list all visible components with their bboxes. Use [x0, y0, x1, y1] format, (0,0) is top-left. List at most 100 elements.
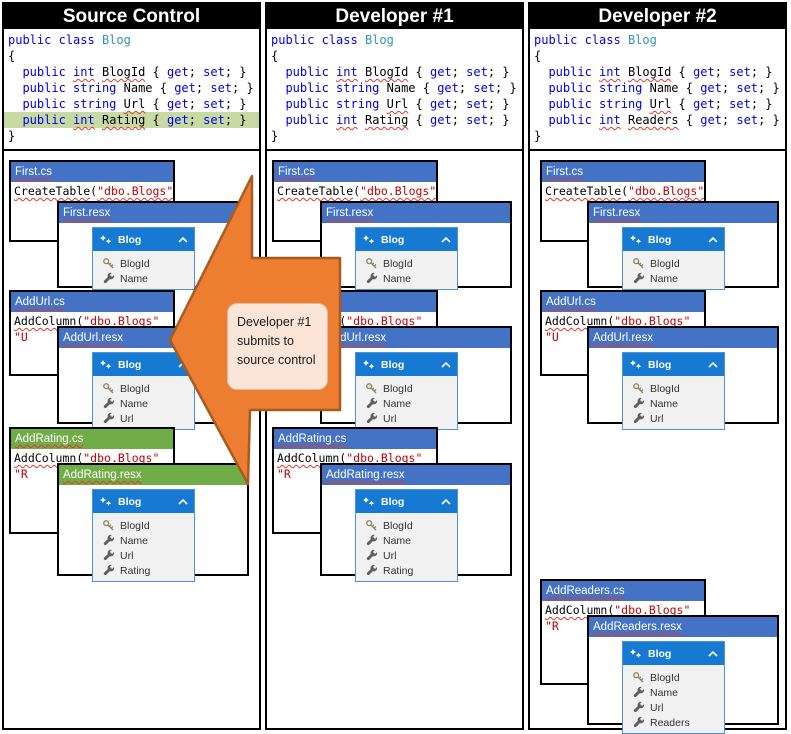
class-code-block: public class Blog{ public int BlogId { g… [267, 29, 522, 151]
wrench-icon [632, 716, 645, 729]
entity-field-label: Url [650, 412, 664, 425]
entity-field-row: Name [356, 533, 457, 548]
entity-field-label: BlogId [383, 519, 413, 532]
class-code-block: public class Blog{ public int BlogId { g… [530, 29, 785, 151]
entity-field-row: BlogId [93, 256, 194, 271]
file-card-header: First.resx [322, 203, 510, 223]
file-card-header: AddUrl.resx [59, 328, 247, 348]
code-line: } [534, 129, 542, 143]
entity-field-label: BlogId [120, 382, 150, 395]
entity-field-label: Name [650, 686, 679, 699]
entity-field-row: Url [623, 700, 724, 715]
entity-field-row: Name [93, 396, 194, 411]
entity-table-header: Blog [623, 228, 724, 251]
entity-table-header: Blog [623, 642, 724, 665]
code-line: "R [14, 467, 28, 481]
entity-table-header: Blog [356, 228, 457, 251]
entity-field-row: Name [93, 271, 194, 286]
file-card-title: AddRating.resx [326, 469, 405, 481]
chevron-up-icon [178, 236, 188, 243]
file-card-header: AddUrl.cs [542, 292, 704, 312]
entity-field-row: Url [356, 548, 457, 563]
wrench-icon [365, 534, 378, 547]
wrench-icon [632, 701, 645, 714]
wrench-icon [102, 534, 115, 547]
file-card-header: First.cs [11, 162, 173, 182]
entity-field-row: Rating [356, 563, 457, 578]
entity-icon [629, 359, 643, 371]
wrench-icon [632, 397, 645, 410]
file-card-title: First.resx [326, 207, 374, 219]
file-card-code: AddColumn("dbo.Blogs""U [11, 312, 173, 346]
entity-field-row: Url [356, 411, 457, 426]
entity-field-label: Name [120, 272, 149, 285]
file-card-code: CreateTable("dbo.Blogs" [274, 182, 436, 200]
file-card-code: CreateTable("dbo.Blogs" [11, 182, 173, 200]
entity-field-label: Rating [383, 564, 414, 577]
entity-field-label: Readers [650, 716, 690, 729]
code-line: public int Rating { get; set; } [285, 113, 510, 127]
entity-table-header: Blog [623, 353, 724, 376]
entity-field-label: Url [650, 701, 664, 714]
key-icon [102, 519, 115, 532]
wrench-icon [102, 549, 115, 562]
file-card-title: AddUrl.resx [593, 332, 654, 344]
entity-name: Blog [381, 233, 405, 246]
wrench-icon [102, 272, 115, 285]
file-card-header: First.cs [274, 162, 436, 182]
file-card-header: First.resx [59, 203, 247, 223]
entity-icon [99, 496, 113, 508]
code-line: public int BlogId { get; set; } [548, 65, 773, 79]
file-card-title: First.resx [593, 207, 641, 219]
entity-icon [629, 648, 643, 660]
panel-developer-2: Developer #2 public class Blog{ public i… [528, 2, 787, 734]
code-line: "U [545, 330, 559, 344]
code-line: public class Blog [534, 33, 657, 47]
code-line: } [8, 129, 16, 143]
file-card-header: First.cs [542, 162, 704, 182]
entity-field-row: Readers [623, 715, 724, 730]
entity-field-label: BlogId [120, 257, 150, 270]
key-icon [632, 257, 645, 270]
wrench-icon [365, 397, 378, 410]
file-card-title: AddUrl.cs [15, 296, 65, 308]
key-icon [365, 257, 378, 270]
wrench-icon [365, 272, 378, 285]
file-card-header: AddUrl.resx [322, 328, 510, 348]
entity-field-label: BlogId [650, 257, 680, 270]
entity-field-label: BlogId [650, 671, 680, 684]
entity-name: Blog [648, 233, 672, 246]
code-line: CreateTable("dbo.Blogs" [277, 184, 437, 198]
file-card-header: AddReaders.cs [542, 581, 704, 601]
code-line: { [271, 49, 279, 63]
entity-table-header: Blog [93, 353, 194, 376]
entity-field-label: Name [650, 272, 679, 285]
entity-icon [362, 496, 376, 508]
file-card-code: AddColumn("dbo.Blogs""R [542, 601, 704, 635]
entity-field-row: Url [93, 411, 194, 426]
file-card-code: CreateTable("dbo.Blogs" [542, 182, 704, 200]
entity-name: Blog [118, 233, 142, 246]
code-line: public string Url { get; set; } [548, 97, 773, 111]
code-line: CreateTable("dbo.Blogs" [545, 184, 705, 198]
code-line: public string Name { get; set; } [285, 81, 517, 95]
code-line: public string Url { get; set; } [22, 97, 247, 111]
entity-field-row: Name [623, 396, 724, 411]
entity-field-label: BlogId [383, 382, 413, 395]
key-icon [365, 382, 378, 395]
file-card-title: AddUrl.resx [326, 332, 387, 344]
wrench-icon [632, 412, 645, 425]
file-card-header: AddRating.cs [11, 429, 173, 449]
code-line: AddColumn("dbo.Blogs" [545, 314, 691, 328]
file-card-title: First.resx [63, 207, 111, 219]
code-line: AddColumn("dbo.Blogs" [14, 451, 160, 465]
